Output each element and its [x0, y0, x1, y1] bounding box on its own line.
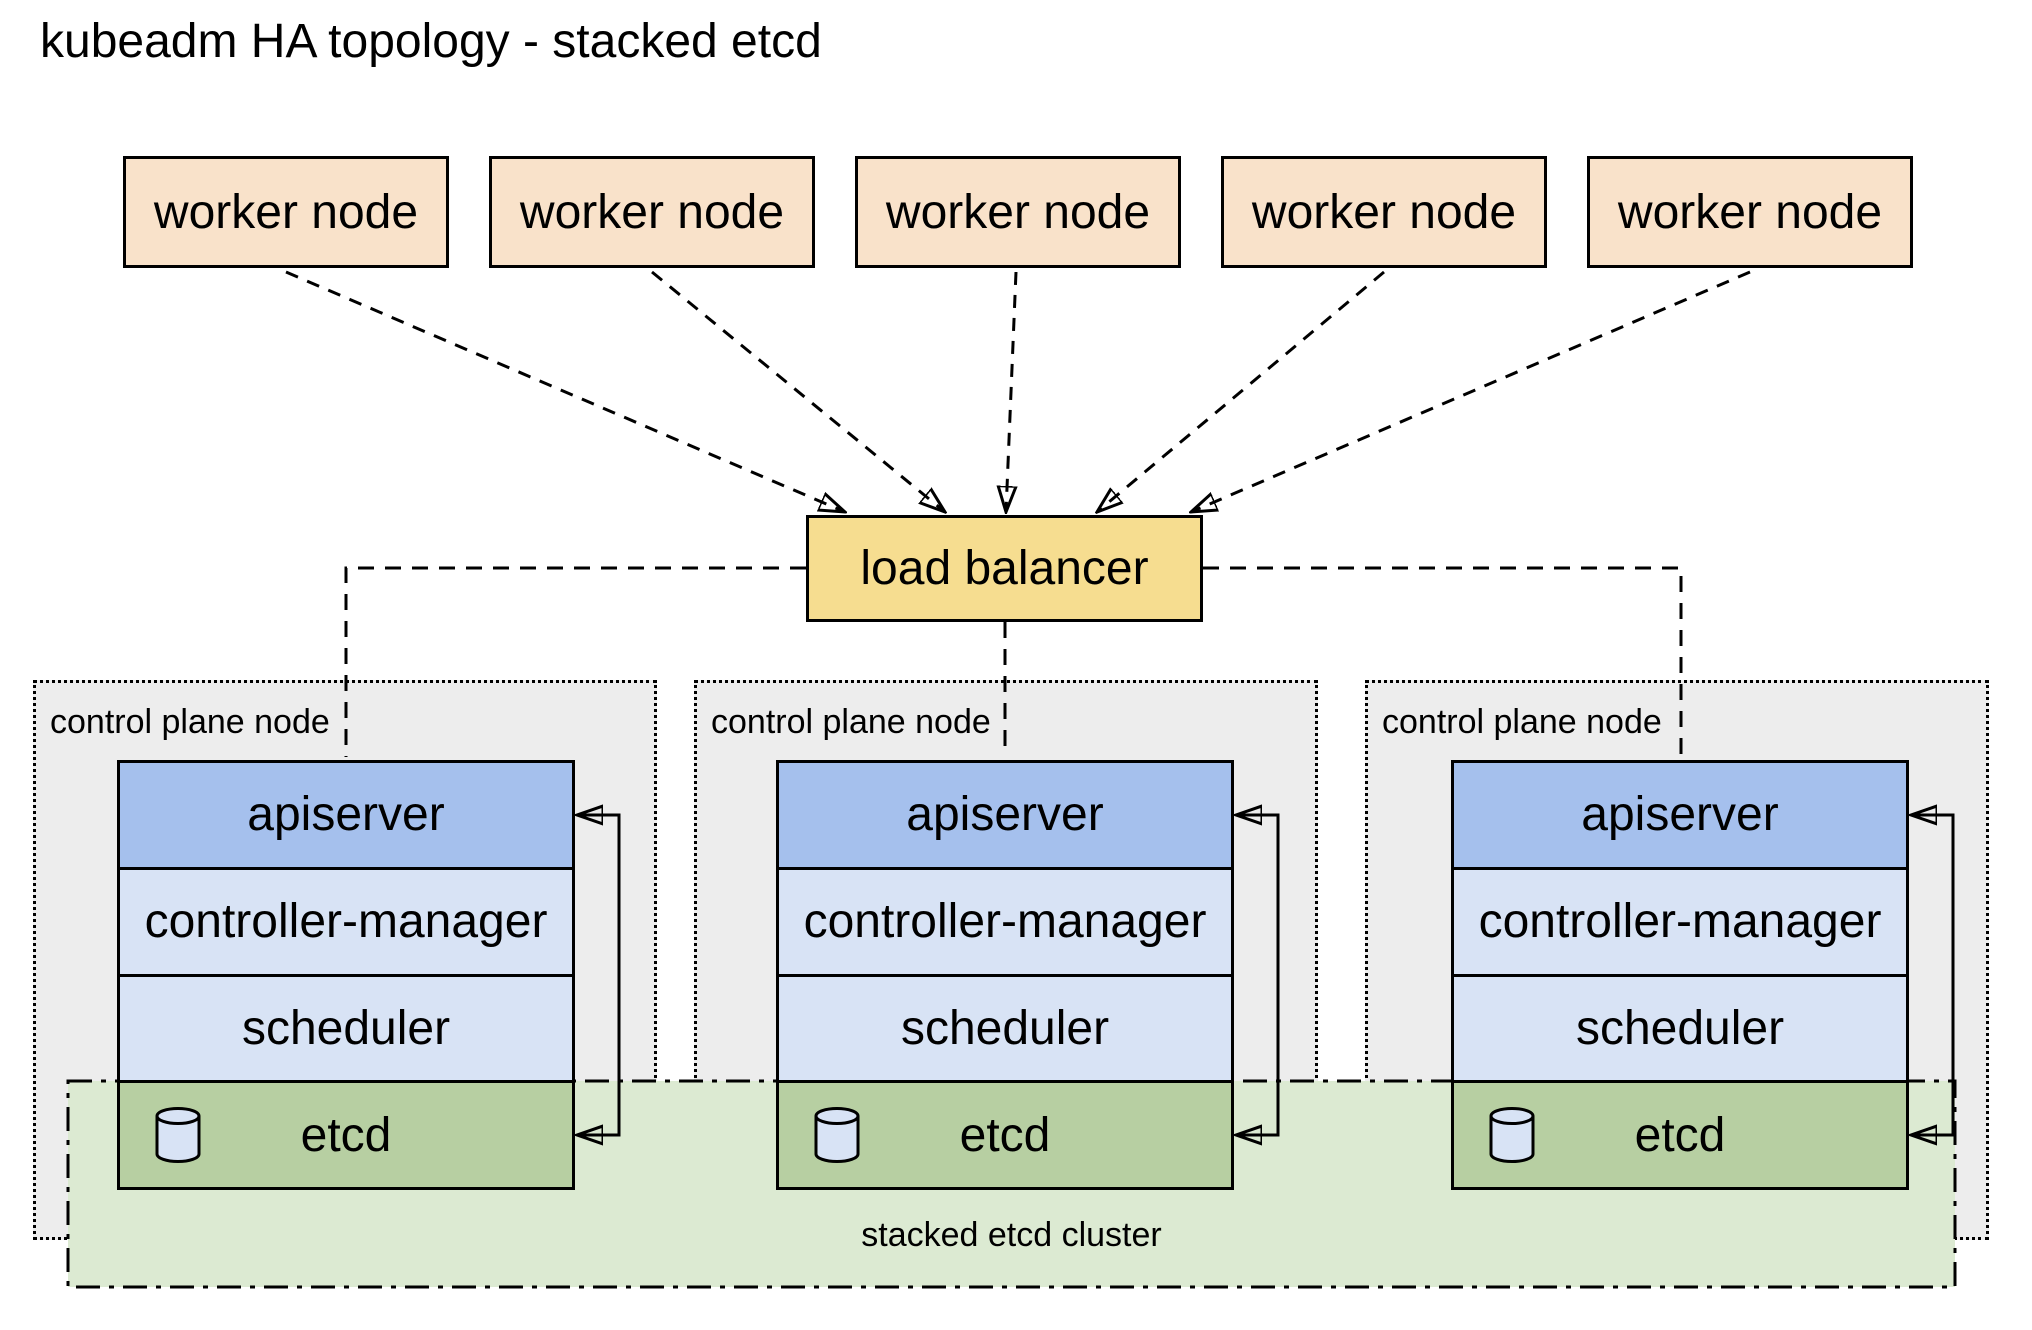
worker4-to-lb-arrow [1097, 270, 1385, 512]
database-cylinder-icon [1489, 1107, 1535, 1164]
etcd-label: etcd [300, 1108, 392, 1162]
etcd-label: etcd [959, 1108, 1051, 1162]
controller-manager-box: controller-manager [779, 866, 1231, 974]
controller-manager-label: controller-manager [1478, 895, 1882, 949]
etcd-box: etcd [120, 1080, 572, 1187]
etcd-box: etcd [1454, 1080, 1906, 1187]
worker-node-3: worker node [855, 156, 1181, 268]
control-plane-stack-3: apiserver controller-manager scheduler e… [1451, 760, 1909, 1190]
controller-manager-label: controller-manager [144, 895, 548, 949]
worker-node-2: worker node [489, 156, 815, 268]
apiserver-label: apiserver [1581, 788, 1779, 842]
controller-manager-box: controller-manager [120, 866, 572, 974]
scheduler-label: scheduler [1575, 1001, 1785, 1055]
scheduler-box: scheduler [779, 973, 1231, 1081]
database-cylinder-icon [814, 1107, 860, 1164]
etcd-label: etcd [1634, 1108, 1726, 1162]
worker-node-label: worker node [1251, 185, 1517, 239]
worker-node-1: worker node [123, 156, 449, 268]
worker5-to-lb-arrow [1191, 270, 1751, 512]
control-plane-stack-1: apiserver controller-manager scheduler e… [117, 760, 575, 1190]
diagram-title: kubeadm HA topology - stacked etcd [40, 15, 822, 68]
worker1-to-lb-arrow [285, 270, 845, 512]
worker-node-label: worker node [1617, 185, 1883, 239]
etcd-box: etcd [779, 1080, 1231, 1187]
worker-node-label: worker node [153, 185, 419, 239]
worker-node-label: worker node [885, 185, 1151, 239]
apiserver-box: apiserver [1454, 763, 1906, 867]
scheduler-label: scheduler [241, 1001, 451, 1055]
apiserver-box: apiserver [120, 763, 572, 867]
apiserver-box: apiserver [779, 763, 1231, 867]
controller-manager-label: controller-manager [803, 895, 1207, 949]
control-plane-node-label: control plane node [711, 703, 991, 741]
scheduler-label: scheduler [900, 1001, 1110, 1055]
worker3-to-lb-arrow [1006, 271, 1016, 512]
apiserver-label: apiserver [247, 788, 445, 842]
stacked-etcd-cluster-label: stacked etcd cluster [861, 1216, 1162, 1254]
scheduler-box: scheduler [120, 973, 572, 1081]
load-balancer-label: load balancer [860, 542, 1149, 595]
worker-node-label: worker node [519, 185, 785, 239]
control-plane-node-label: control plane node [50, 703, 330, 741]
worker-node-4: worker node [1221, 156, 1547, 268]
control-plane-stack-2: apiserver controller-manager scheduler e… [776, 760, 1234, 1190]
apiserver-label: apiserver [906, 788, 1104, 842]
load-balancer-box: load balancer [806, 515, 1203, 622]
scheduler-box: scheduler [1454, 973, 1906, 1081]
database-cylinder-icon [155, 1107, 201, 1164]
controller-manager-box: controller-manager [1454, 866, 1906, 974]
worker2-to-lb-arrow [651, 270, 945, 512]
control-plane-node-label: control plane node [1382, 703, 1662, 741]
worker-node-5: worker node [1587, 156, 1913, 268]
